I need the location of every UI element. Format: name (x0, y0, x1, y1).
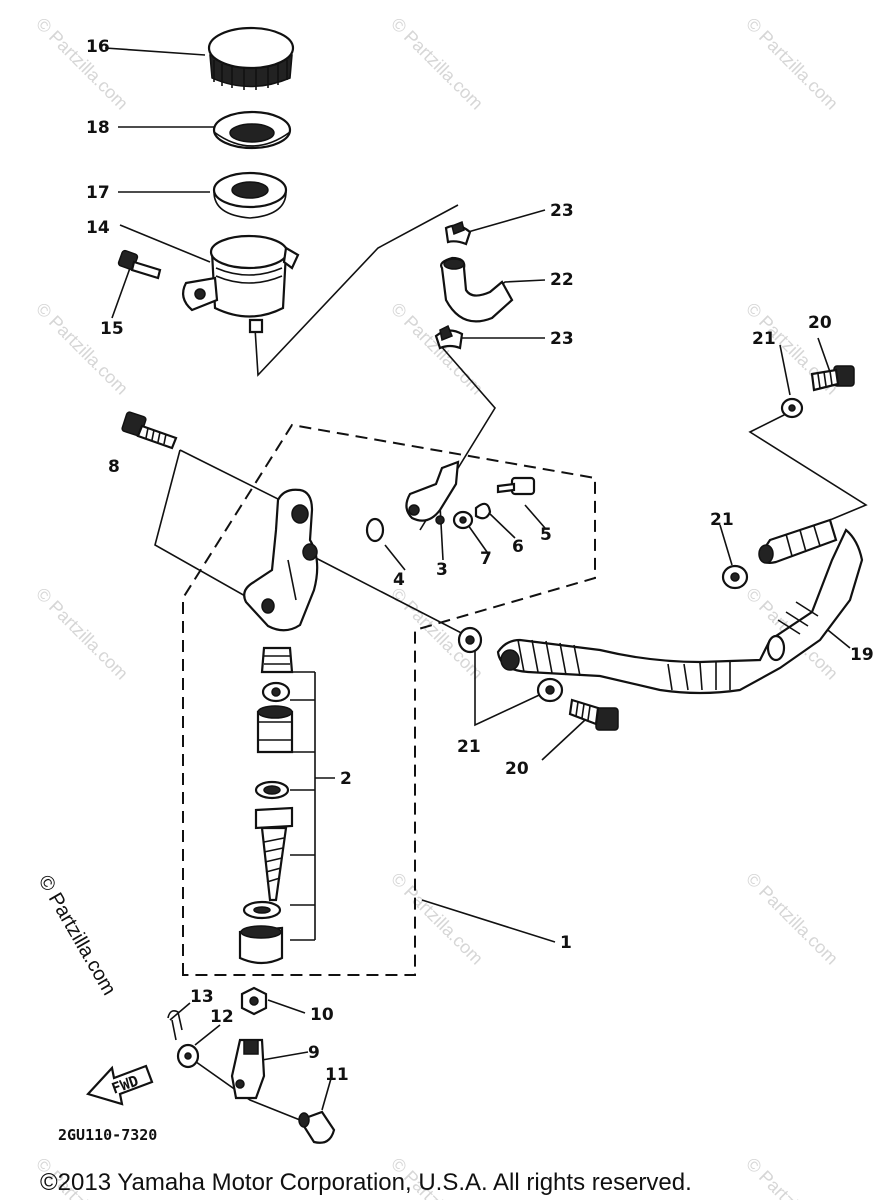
callout-17: 17 (86, 183, 110, 203)
callout-6: 6 (512, 537, 524, 557)
union-bolt-upper (780, 365, 855, 419)
reservoir (181, 234, 300, 334)
screw-15 (117, 249, 162, 280)
hose-clip-lower (434, 324, 464, 350)
callout-12: 12 (210, 1007, 234, 1027)
diaphragm (212, 171, 288, 219)
callout-14: 14 (86, 218, 110, 238)
callout-16: 16 (86, 37, 110, 57)
callout-23-upper: 23 (550, 201, 574, 221)
reservoir-cap (207, 26, 295, 90)
watermark: © Partzilla.com (32, 14, 132, 114)
callout-10: 10 (310, 1005, 334, 1025)
connection-lines (104, 47, 868, 1121)
diagram-code: 2GU110-7320 (58, 1126, 157, 1144)
callout-4: 4 (393, 570, 405, 590)
watermark: © Partzilla.com (32, 299, 132, 399)
callout-15: 15 (100, 319, 124, 339)
watermark: © Partzilla.com (742, 1154, 842, 1200)
push-rod-parts (167, 986, 336, 1144)
assembly-outline (182, 423, 596, 976)
reservoir-hose (440, 256, 514, 323)
callout-18: 18 (86, 118, 110, 138)
callout-2: 2 (340, 769, 352, 789)
callout-9: 9 (308, 1043, 320, 1063)
watermark: © Partzilla.com (387, 14, 487, 114)
callout-21-lower: 21 (457, 737, 481, 757)
hose-clip-upper (444, 220, 472, 246)
callout-19: 19 (850, 645, 874, 665)
callout-20-upper: 20 (808, 313, 832, 333)
cylinder-kit (238, 646, 294, 965)
master-cylinder-body (243, 488, 319, 632)
callout-20-lower: 20 (505, 759, 529, 779)
watermark: © Partzilla.com (32, 584, 132, 684)
callout-22: 22 (550, 270, 574, 290)
union-bolt-lower (568, 698, 619, 731)
bolt-8 (121, 411, 178, 450)
diaphragm-holder (212, 110, 292, 150)
callout-5: 5 (540, 525, 552, 545)
callout-23-lower: 23 (550, 329, 574, 349)
callout-11: 11 (325, 1065, 349, 1085)
callout-21-mid: 21 (710, 510, 734, 530)
callout-3: 3 (436, 560, 448, 580)
copper-washers (457, 564, 749, 703)
callout-labels: 16 18 17 14 15 23 22 23 21 20 8 5 6 7 3 … (86, 37, 874, 1085)
callout-13: 13 (190, 987, 214, 1007)
callout-8: 8 (108, 457, 120, 477)
hose-fitting (365, 460, 536, 543)
watermark: © Partzilla.com (742, 869, 842, 969)
copyright-notice: ©2013 Yamaha Motor Corporation, U.S.A. A… (40, 1169, 692, 1196)
callout-1: 1 (560, 933, 572, 953)
brake-hose (496, 518, 864, 695)
watermark: © Partzilla.com (742, 14, 842, 114)
side-watermark: © Partzilla.com (34, 872, 120, 1000)
callout-21-upper: 21 (752, 329, 776, 349)
watermark: © Partzilla.com (387, 869, 487, 969)
forward-arrow-icon: FWD (85, 1064, 154, 1106)
callout-7: 7 (480, 549, 492, 569)
